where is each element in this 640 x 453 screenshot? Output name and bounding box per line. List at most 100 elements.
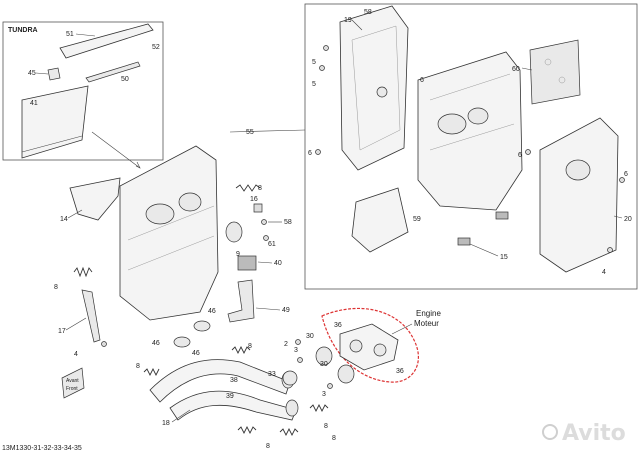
engine-gasket-group: 36 36 Engine Moteur: [321, 307, 441, 383]
callout-40: 40: [274, 260, 282, 267]
callout-3a: 3: [294, 347, 298, 354]
callout-5b: 5: [312, 81, 316, 88]
cover-port: [565, 159, 591, 181]
main-silencer-body: [119, 145, 219, 321]
leader-19: [351, 19, 363, 31]
inset-title: TUNDRA: [8, 27, 38, 34]
front-line2: Front: [66, 386, 78, 392]
spring-8-bottom-b: [279, 427, 299, 437]
part-41-edge: [21, 135, 83, 153]
leader-17: [65, 317, 87, 331]
leader-51: [75, 33, 96, 37]
part-58-bolt: [261, 219, 267, 225]
callout-8-right: 8: [324, 423, 328, 430]
engine-label-line2: Moteur: [414, 319, 439, 328]
exhaust-pipe-assembly: 46 46 46 8 38 39 8 18 8 8 8 33 3 3 2 30 …: [136, 308, 355, 450]
callout-41: 41: [30, 100, 38, 107]
callout-51: 51: [66, 31, 74, 38]
callout-6a: 6: [308, 150, 312, 157]
part-60-gasket: [529, 39, 581, 105]
part-50-bar: [85, 61, 141, 83]
pipe-lower: [169, 390, 297, 421]
leader-20: [613, 215, 623, 219]
callout-55: 55: [246, 129, 254, 136]
part-19-inner: [351, 25, 401, 151]
leader-18: [171, 409, 191, 423]
callout-36b: 36: [396, 368, 404, 375]
main-ribs: [127, 205, 215, 271]
callout-20: 20: [624, 216, 632, 223]
leader-15: [469, 243, 499, 257]
spring-8-left-low: [143, 367, 160, 377]
part-17-rod: [81, 289, 101, 343]
tundra-inset: TUNDRA 51 52 45 50 41: [2, 21, 164, 161]
callout-46c: 46: [192, 350, 200, 357]
callout-19: 19: [344, 17, 352, 24]
callout-6b: 6: [420, 77, 424, 84]
part-52-strip: [59, 23, 154, 59]
callout-59: 59: [413, 216, 421, 223]
part-15-bracket-b: [495, 211, 509, 220]
callout-2: 2: [284, 341, 288, 348]
spring-8-right: [309, 403, 329, 413]
bolt-4b: [607, 247, 613, 253]
callout-58-top: 58: [364, 9, 372, 16]
bolt-2: [295, 339, 301, 345]
callout-17: 17: [58, 328, 66, 335]
part-59-plate: [351, 187, 409, 253]
silencer-port-1: [437, 113, 467, 135]
leader-14: [67, 209, 83, 219]
bolt-3a: [297, 357, 303, 363]
watermark-text: Avito: [562, 421, 626, 446]
callout-8-right2: 8: [332, 435, 336, 442]
inset-frame: [2, 21, 164, 161]
gasket-port-2: [373, 343, 387, 357]
bolt-6a: [315, 149, 321, 155]
inset-arrow: [91, 131, 141, 169]
gasket-36: [339, 323, 399, 371]
exploded-link-55: [229, 129, 306, 133]
callout-46a: 46: [152, 340, 160, 347]
callout-14: 14: [60, 216, 68, 223]
spring-8-bottom-a: [237, 425, 257, 435]
bolt-4a: [101, 341, 107, 347]
callout-9: 9: [236, 251, 240, 258]
spring-38: [231, 345, 251, 355]
ring-46a: [173, 336, 191, 348]
callout-49: 49: [282, 307, 290, 314]
avito-watermark: Avito: [542, 421, 626, 446]
exploded-frame: [304, 3, 638, 290]
callout-33: 33: [268, 371, 276, 378]
callout-5a: 5: [312, 59, 316, 66]
callout-4a: 4: [74, 351, 78, 358]
main-port-2: [178, 192, 202, 212]
callout-30a: 30: [306, 333, 314, 340]
part-16: [253, 203, 263, 213]
callout-15: 15: [500, 254, 508, 261]
inset-arrow-head: [135, 161, 141, 169]
bolt-6d: [619, 177, 625, 183]
callout-6d: 6: [624, 171, 628, 178]
part-15-bracket-a: [457, 237, 471, 246]
callout-18: 18: [162, 420, 170, 427]
front-line1: Avant: [66, 378, 79, 384]
callout-61: 61: [268, 241, 276, 248]
gasket-highlight: [321, 307, 419, 383]
part-9-cap: [225, 221, 243, 243]
part-49-bracket: [227, 279, 255, 323]
gasket-hole-2: [558, 76, 566, 84]
callout-4b: 4: [602, 269, 606, 276]
main-silencer-assembly: 14 8 16 58 61 9 40 49 8 17 4: [54, 145, 292, 358]
pipe-flange-2: [285, 399, 299, 417]
main-port-1: [145, 203, 175, 225]
right-exploded-view: 19 58 5 5 6 6 60 59 6 15 6 20 4: [304, 3, 638, 290]
leader-49: [255, 307, 281, 311]
callout-8-mid: 8: [248, 343, 252, 350]
callout-36a: 36: [334, 322, 342, 329]
ring-46b: [193, 320, 211, 332]
part-61-bolt: [263, 235, 269, 241]
callout-8-left: 8: [54, 284, 58, 291]
silencer-port-2: [467, 107, 489, 125]
